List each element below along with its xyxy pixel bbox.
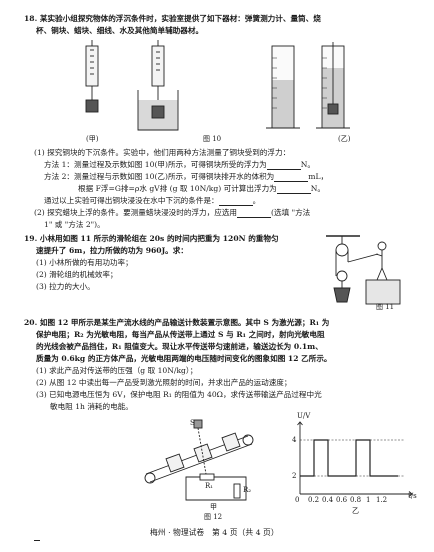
q20-part1: (1) 求此产品对传送带的压强（g 取 10N/kg）； <box>36 366 198 375</box>
q18-line2: 杯、铜块、蜡块、细线、水及其他简单辅助器材。 <box>36 26 204 35</box>
fig12-x-label: t/s <box>408 492 417 500</box>
answer-blank[interactable] <box>218 197 253 206</box>
q18-method1: 方法 1：测量过程及示数如图 10(甲)所示，可得铜块所受的浮力为 N。 <box>44 160 315 170</box>
q18-method1-unit: N。 <box>300 160 315 169</box>
figure-12-b <box>297 421 413 497</box>
fig12-y-label: U/V <box>297 412 311 420</box>
fig12-y-tick-2: 2 <box>292 472 297 480</box>
fig12-x-tick: 0 <box>295 496 300 504</box>
q18-method2-text: 方法 2：测量过程与示数如图 10(乙)所示，可得铜块排开水的体积为 <box>44 172 275 181</box>
answer-blank[interactable] <box>266 161 301 170</box>
q19-line1: 19. 小林用如图 11 所示的滑轮组在 20s 的时间内把重为 120N 的重… <box>24 234 279 243</box>
figure-11 <box>326 235 401 305</box>
label-r2: R₂ <box>243 486 252 494</box>
q20-line1: 20. 如图 12 甲所示是某生产流水线的产品输送计数装置示意图。其中 S 为激… <box>24 318 330 327</box>
q20-line4: 质量为 0.6kg 的正方体产品，光敏电阻两端的电压随时间变化的图象如图 12 … <box>36 354 332 363</box>
q20-part3-end: 敏电阻 1h 消耗的电能。 <box>50 402 133 411</box>
q18-method2-unit: mL， <box>308 172 329 181</box>
q19-line2: 速提升了 6m，拉力所做的功为 960J。求： <box>36 246 188 255</box>
q18-part1: (1) 探究铜块的下沉条件。实验中，他们用两种方法测量了铜块受到的浮力： <box>34 148 291 157</box>
q20-part3: (3) 已知电源电压恒为 6V，保护电阻 R₁ 的阻值为 40Ω，求传送带输送产… <box>36 390 322 399</box>
fig12-x-tick: 0.4 <box>322 496 334 504</box>
q20-part2: (2) 从图 12 中读出每一产品受到激光照射的时间，并求出产品的运动速度； <box>36 378 292 387</box>
q18-method2: 方法 2：测量过程与示数如图 10(乙)所示，可得铜块排开水的体积为 mL， <box>44 172 328 182</box>
q20-line2: 保护电阻；R₂ 为光敏电阻，每当产品从传送带上通过 S 与 R₁ 之间时，射向光… <box>36 330 325 339</box>
q18-condition-text: 通过以上实验可得出铜块浸没在水中下沉的条件是： <box>44 196 219 205</box>
fig10-label-a: (甲) <box>86 135 99 143</box>
q18-formula-text: 根据 F浮=G排=ρ水 gV排 (g 取 10N/kg) 可计算出浮力为 <box>78 184 277 193</box>
fig12-label-a: 甲 <box>210 503 217 511</box>
q18-method1-text: 方法 1：测量过程及示数如图 10(甲)所示，可得铜块所受的浮力为 <box>44 160 267 169</box>
footer-mark <box>34 540 40 541</box>
page-footer: 梅州 · 物理试卷 第 4 页（共 4 页） <box>150 528 279 537</box>
answer-blank[interactable] <box>274 173 309 182</box>
fig10-label-b: (乙) <box>338 135 351 143</box>
figure-12-a <box>144 419 254 501</box>
answer-blank[interactable] <box>237 209 272 218</box>
q19-item3: (3) 拉力的大小。 <box>36 282 95 291</box>
q18-part2-hint: (选填 "方法 <box>271 208 311 217</box>
q18-formula: 根据 F浮=G排=ρ水 gV排 (g 取 10N/kg) 可计算出浮力为 N。 <box>78 184 325 194</box>
fig12-x-tick: 1.2 <box>376 496 388 504</box>
q18-condition: 通过以上实验可得出铜块浸没在水中下沉的条件是： 。 <box>44 196 260 206</box>
q18-formula-unit: N。 <box>310 184 326 193</box>
q18-condition-end: 。 <box>252 196 261 205</box>
fig12-x-tick: 0.8 <box>350 496 362 504</box>
q18-part2-text: (2) 探究蜡块上浮的条件。要测量蜡块浸没时的浮力，应选用 <box>34 208 238 217</box>
label-r1: R₁ <box>205 482 214 490</box>
fig12-label-b: 乙 <box>352 507 359 515</box>
q18-part2: (2) 探究蜡块上浮的条件。要测量蜡块浸没时的浮力，应选用 (选填 "方法 <box>34 208 310 218</box>
fig12-x-tick: 1 <box>366 496 371 504</box>
q19-item2: (2) 滑轮组的机械效率； <box>36 270 118 279</box>
fig12-caption: 图 12 <box>204 513 223 521</box>
fig10-caption: 图 10 <box>203 135 222 143</box>
q19-item1: (1) 小林所做的有用功功率； <box>36 258 133 267</box>
label-s: S <box>190 419 195 427</box>
answer-blank[interactable] <box>276 185 311 194</box>
figure-10 <box>85 40 350 131</box>
q18-line1: 18. 某实验小组探究物体的浮沉条件时，实验室提供了如下器材：弹簧测力计、量筒、… <box>24 14 321 23</box>
fig12-y-tick-4: 4 <box>292 436 297 444</box>
q20-line3: 的光线会被产品挡住，R₁ 阻值变大。现让水平传送带匀速前进，输送边长为 0.1m… <box>36 342 323 351</box>
q18-part2-end: 1" 或 "方法 2")。 <box>44 220 105 229</box>
fig11-caption: 图 11 <box>376 303 395 311</box>
fig12-x-tick: 0.2 <box>308 496 320 504</box>
fig12-x-tick: 0.6 <box>336 496 348 504</box>
